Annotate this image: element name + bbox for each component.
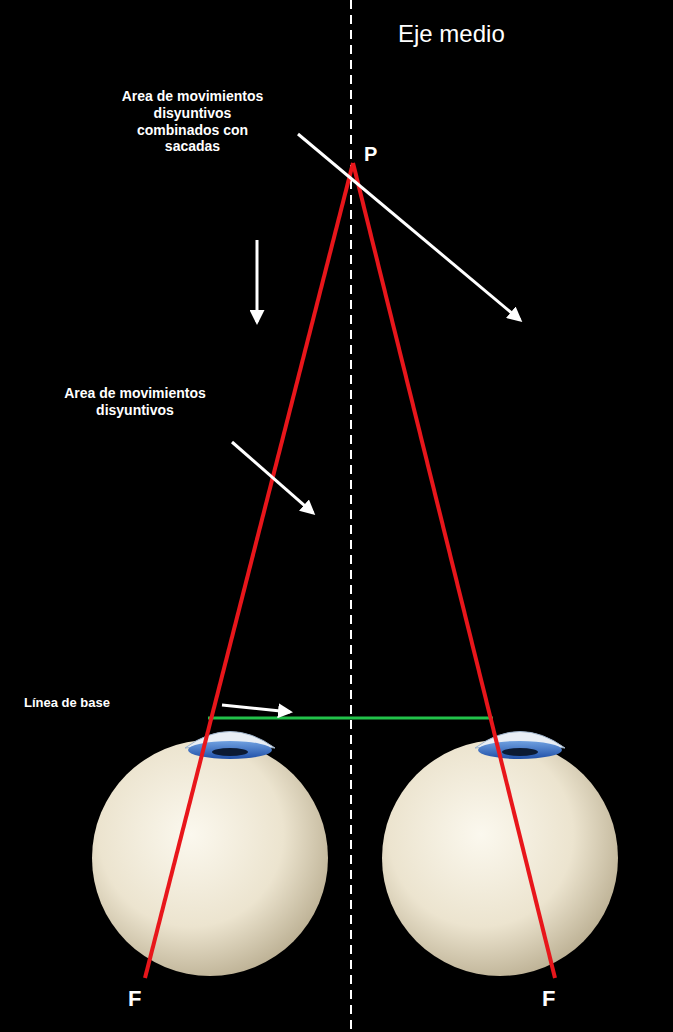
left-visual-axis	[145, 163, 353, 978]
pointer-arrow	[256, 240, 259, 322]
focus-label: F	[542, 986, 582, 1012]
axis-label: Eje medio	[398, 20, 598, 49]
point-label: P	[364, 142, 404, 166]
focus-label: F	[128, 986, 168, 1012]
right-eyeball	[382, 732, 618, 977]
pointer-arrow	[298, 134, 520, 320]
pointer-arrow	[232, 442, 313, 513]
area-label: Area de movimientos disyuntivos	[35, 385, 235, 419]
left-eyeball	[92, 732, 328, 977]
baseline-label: Línea de base	[24, 695, 214, 711]
baseline	[208, 717, 493, 720]
area-label: Area de movimientos disyuntivos combinad…	[115, 88, 270, 155]
midline	[350, 0, 352, 1032]
pointer-arrow	[222, 705, 290, 712]
right-visual-axis	[353, 163, 555, 978]
